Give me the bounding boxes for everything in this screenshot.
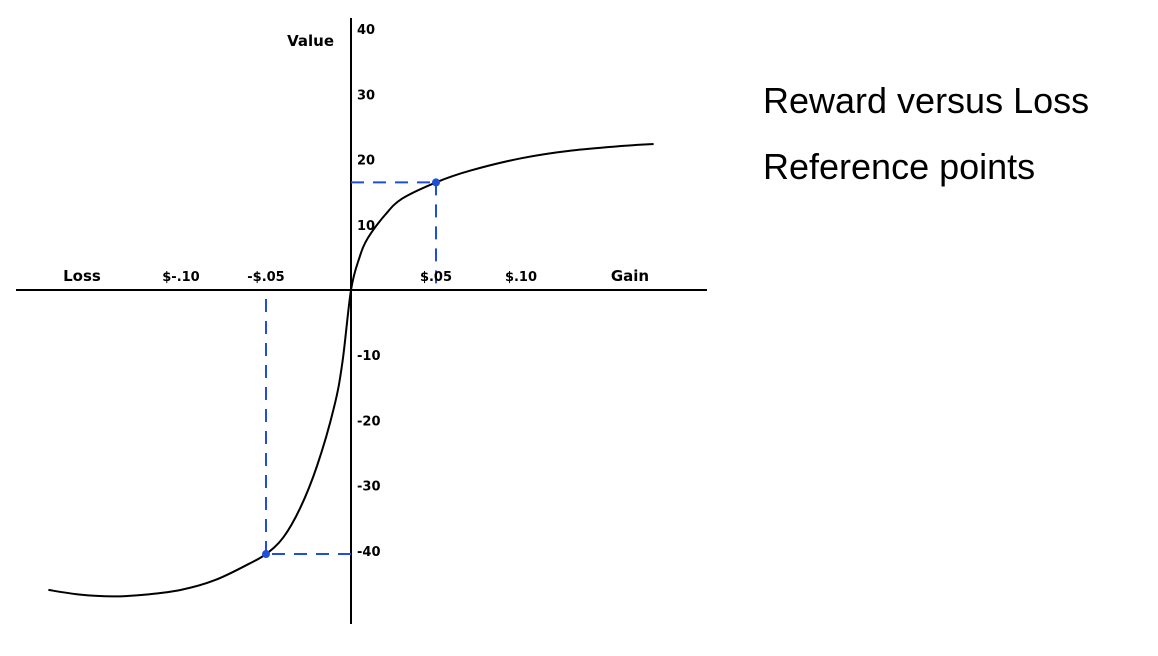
y-tick-labels: 40 30 20 10 -10 -20 -30 -40 [357, 23, 381, 560]
x-axis-label-loss: Loss [63, 267, 101, 285]
x-tick-label-2: $.05 [420, 270, 452, 285]
x-tick-label-1: -$.05 [247, 270, 284, 285]
y-tick-label-7: -40 [357, 545, 381, 560]
y-axis-title: Value [287, 32, 334, 50]
x-tick-label-0: $-.10 [162, 270, 199, 285]
y-tick-label-0: 40 [357, 23, 375, 38]
y-tick-label-6: -30 [357, 480, 381, 495]
y-tick-label-3: 10 [357, 219, 375, 234]
reference-points [262, 178, 440, 559]
reference-point-0 [432, 178, 440, 187]
x-axis-label-gain: Gain [611, 267, 649, 285]
y-tick-label-5: -20 [357, 414, 381, 429]
x-tick-labels: $-.10 -$.05 $.05 $.10 [162, 270, 537, 285]
value-function-chart: Value Loss Gain $-.10 -$.05 $.05 $.10 40 30 2… [16, 18, 707, 624]
reference-lines [265, 181, 437, 556]
y-tick-label-1: 30 [357, 88, 375, 103]
reference-point-1 [262, 550, 270, 559]
y-tick-label-2: 20 [357, 154, 375, 169]
x-tick-label-3: $.10 [505, 270, 537, 285]
caption-reference-points: Reference points [763, 146, 1036, 187]
y-tick-label-4: -10 [357, 349, 381, 364]
caption-reward-versus-loss: Reward versus Loss [763, 80, 1090, 121]
value-curve [48, 143, 654, 598]
